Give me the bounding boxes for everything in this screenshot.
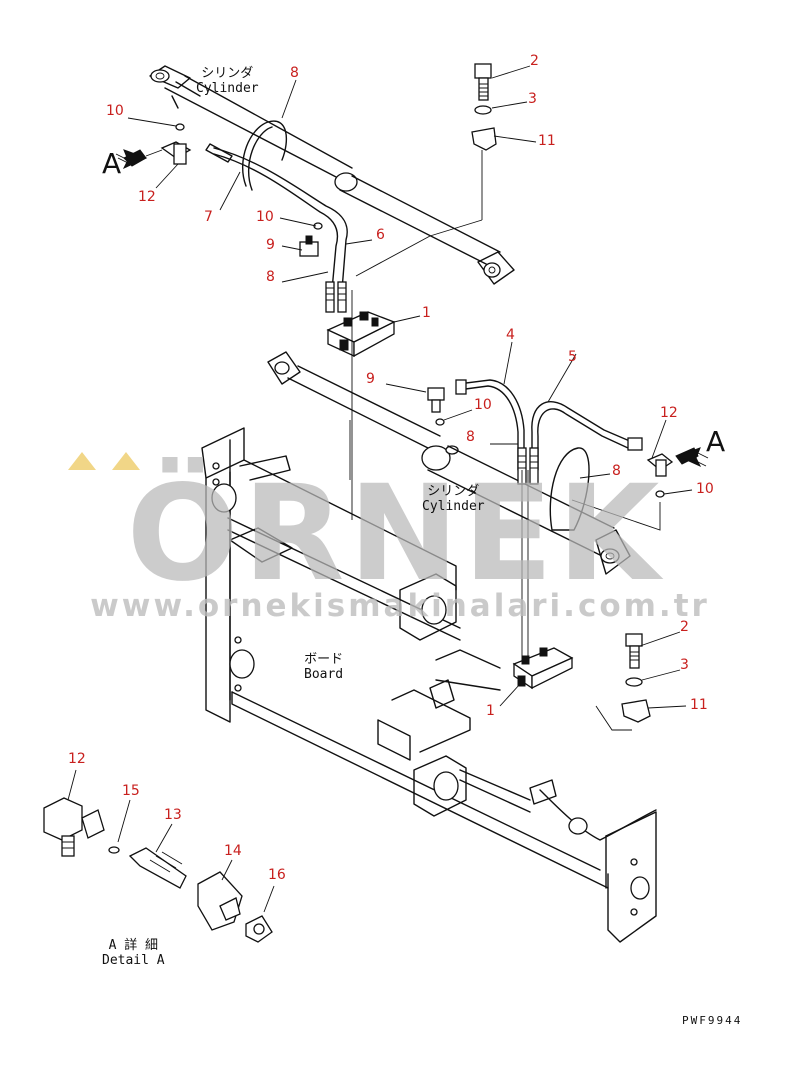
callout-8-top: 8 [290, 65, 299, 81]
watermark-accent [68, 452, 156, 474]
watermark-brand: ÖRNEK [126, 457, 664, 611]
callout-12-left: 12 [138, 189, 156, 205]
callout-7: 7 [204, 209, 213, 225]
callout-16: 16 [268, 867, 286, 883]
detail-a-parts [43, 797, 273, 943]
callout-12-right: 12 [660, 405, 678, 421]
callout-12-detail: 12 [68, 751, 86, 767]
watermark-url: www.ornekismakinalari.com.tr [90, 588, 710, 624]
callout-14: 14 [224, 843, 242, 859]
callout-15: 15 [122, 783, 140, 799]
label-board-jp: ボード [304, 652, 344, 667]
callout-5: 5 [568, 349, 577, 365]
leader-lines [67, 65, 693, 913]
callout-9-upper: 9 [266, 237, 275, 253]
callout-3-lower: 3 [680, 657, 689, 673]
callout-6: 6 [376, 227, 385, 243]
label-board-en: Board [304, 667, 344, 682]
callout-8-right: 8 [612, 463, 621, 479]
label-detail-a-en: Detail A [102, 953, 165, 968]
callout-10-right: 10 [696, 481, 714, 497]
callout-9-mid: 9 [366, 371, 375, 387]
callout-2-top: 2 [530, 53, 539, 69]
top-bolt-assembly [471, 63, 497, 220]
callout-11-lower: 11 [690, 697, 708, 713]
label-cylinder-upper-jp: シリンダ [201, 66, 254, 81]
callout-1-upper: 1 [422, 305, 431, 321]
upper-valve-block [326, 311, 396, 358]
view-arrows [115, 149, 709, 468]
upper-cylinder [149, 65, 515, 285]
label-cylinder-lower: シリンダ Cylinder [422, 484, 485, 514]
upper-hoses [205, 120, 348, 313]
label-cylinder-lower-en: Cylinder [422, 499, 485, 514]
label-detail-a-jp: A 詳 細 [108, 938, 159, 953]
callout-13: 13 [164, 807, 182, 823]
callout-8-center: 8 [466, 429, 475, 445]
board-frame [201, 290, 657, 943]
lower-cylinder [267, 351, 631, 575]
callout-11-top: 11 [538, 133, 556, 149]
view-letter-left: A [102, 147, 122, 180]
label-detail-a: A 詳 細 Detail A [102, 938, 165, 968]
lower-hoses [455, 379, 643, 531]
callout-2-lower: 2 [680, 619, 689, 635]
callout-10-mid: 10 [256, 209, 274, 225]
label-cylinder-upper-en: Cylinder [196, 81, 259, 96]
lower-valve-block [512, 470, 574, 690]
lower-bolt-assembly [621, 633, 651, 723]
label-cylinder-lower-jp: シリンダ [427, 484, 480, 499]
callout-3-top: 3 [528, 91, 537, 107]
view-letter-right: A [706, 425, 726, 458]
label-board: ボード Board [304, 652, 343, 682]
label-cylinder-upper: シリンダ Cylinder [196, 66, 259, 96]
callout-4: 4 [506, 327, 515, 343]
callout-8-upper: 8 [266, 269, 275, 285]
callout-1-lower: 1 [486, 703, 495, 719]
callout-10-left: 10 [106, 103, 124, 119]
drawing-code: PWF9944 [682, 1014, 743, 1027]
callout-10-center: 10 [474, 397, 492, 413]
